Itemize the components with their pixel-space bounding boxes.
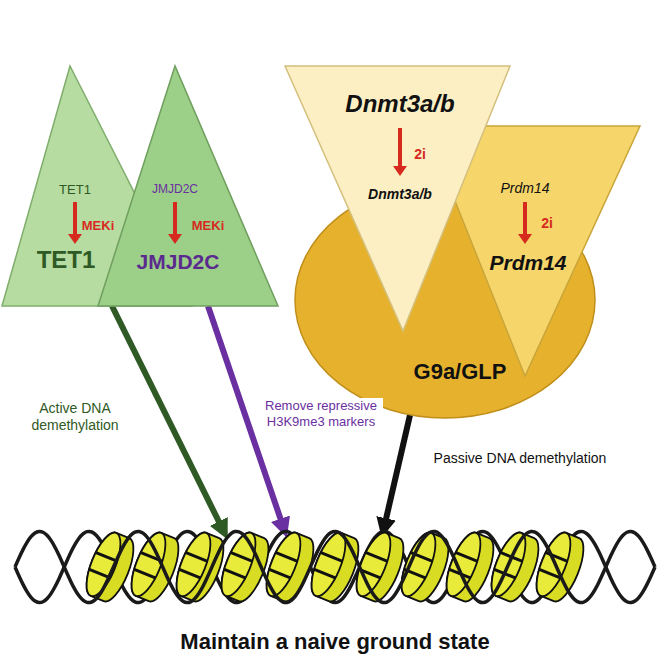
inhibition-arrowhead xyxy=(68,234,82,244)
gene-triangle: Dnmt3a/b2iDnmt3a/b xyxy=(285,66,510,331)
protein-label: JMJD2C xyxy=(152,183,198,197)
inhibitor-label: 2i xyxy=(541,215,553,231)
gene-label: Dnmt3a/b xyxy=(368,186,432,202)
edge-label: Passive DNA demethylation xyxy=(425,450,615,467)
inhibition-arrowhead xyxy=(168,234,182,244)
connector-arrow xyxy=(383,415,410,532)
nucleosome xyxy=(80,528,141,605)
gene-label: Prdm14 xyxy=(489,251,566,275)
complex-label: G9a/GLP xyxy=(414,359,507,384)
ellipse-shape xyxy=(295,182,595,418)
nucleosome xyxy=(530,528,591,605)
inhibitor-label: MEKi xyxy=(192,219,225,234)
gene-label: Prdm14 xyxy=(500,180,549,196)
inhibitor-label: 2i xyxy=(414,146,426,162)
inhibition-arrow xyxy=(398,128,402,168)
inhibition-arrowhead xyxy=(518,234,532,244)
protein-label: TET1 xyxy=(37,246,96,274)
enzyme-triangle: JMJD2CMEKiJMJD2C xyxy=(98,66,278,306)
nucleosome xyxy=(305,528,366,605)
inhibition-arrowhead xyxy=(393,166,407,176)
protein-label: JMJD2C xyxy=(137,250,220,274)
inhibition-arrow xyxy=(523,202,527,236)
outcome-title: Maintain a naive ground state xyxy=(180,629,489,654)
protein-label: TET1 xyxy=(59,183,91,198)
chromatin-fiber: Maintain a naive ground state xyxy=(15,512,655,660)
inhibition-arrow xyxy=(173,202,177,236)
gene-label: Dnmt3a/b xyxy=(345,90,454,118)
inhibition-arrow xyxy=(73,202,77,236)
edge-label: Remove repressive H3K9me3 markers xyxy=(259,398,383,429)
dna-strand xyxy=(15,531,655,602)
triangle-shape xyxy=(98,66,278,306)
edge-label: Active DNA demethylation xyxy=(8,400,142,434)
inhibitor-label: MEKi xyxy=(82,219,115,234)
